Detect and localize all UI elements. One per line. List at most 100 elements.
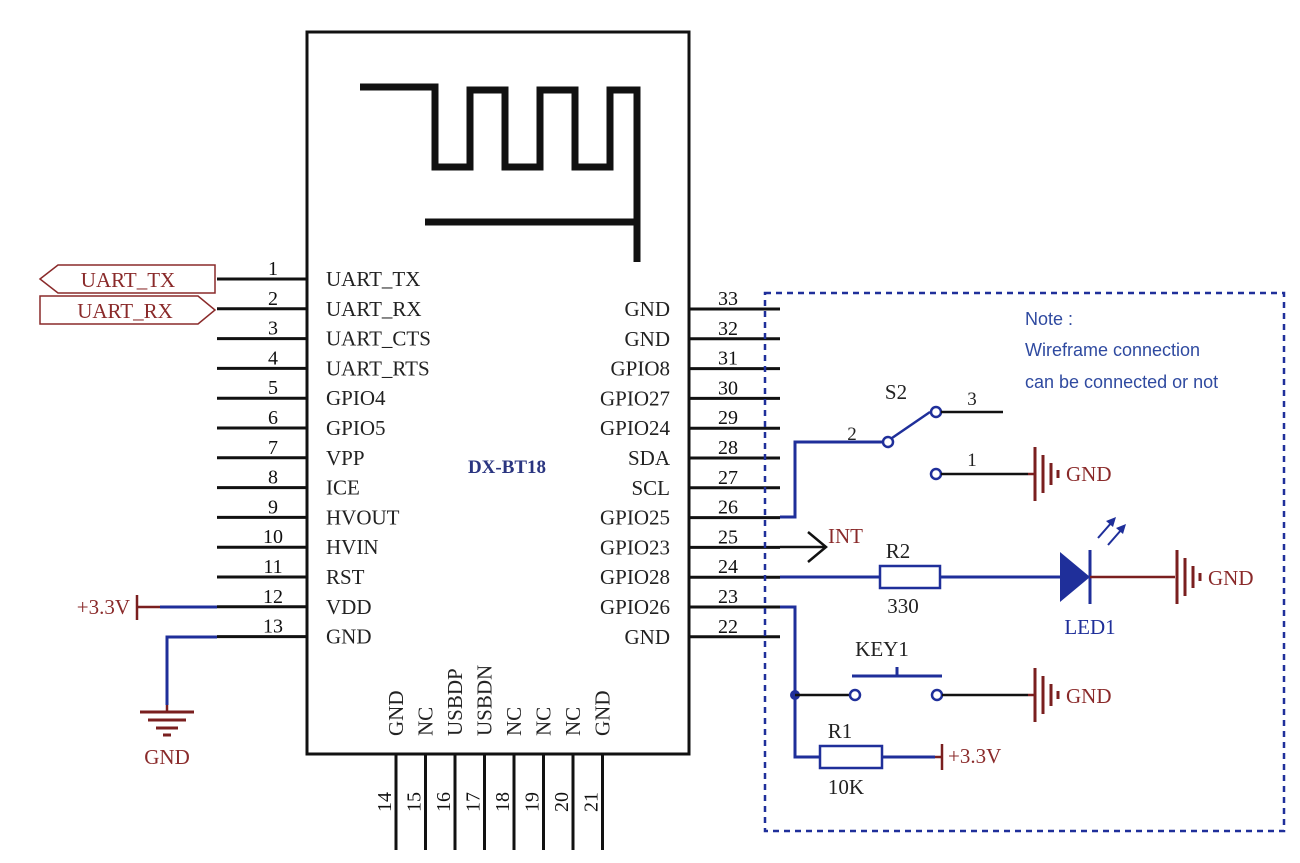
pin-number-29: 29: [718, 407, 738, 429]
r1-branch: R1 10K +3.3V: [818, 719, 1001, 799]
s2-ref: S2: [885, 380, 907, 404]
pin-number-7: 7: [268, 437, 278, 459]
pin-name-9: HVOUT: [326, 505, 400, 529]
pin-number-27: 27: [718, 467, 738, 489]
int-label: INT: [828, 524, 863, 548]
left-gnd: GND: [140, 635, 217, 769]
switch-s2: S2 2 3 1: [780, 380, 1028, 519]
pin-name-12: VDD: [326, 595, 372, 619]
pin-name-7: VPP: [326, 446, 365, 470]
pin-number-20: 20: [551, 792, 573, 812]
pin-name-18: NC: [502, 707, 526, 736]
pin-number-24: 24: [718, 556, 738, 578]
pin-number-21: 21: [581, 792, 603, 812]
module-body: [305, 30, 691, 756]
pin-name-4: UART_RTS: [326, 356, 430, 380]
pin-name-14: GND: [384, 691, 408, 737]
pin-number-13: 13: [263, 616, 283, 638]
pin-name-31: GPIO8: [610, 357, 670, 381]
r2-value: 330: [887, 594, 919, 618]
pin-name-13: GND: [326, 625, 372, 649]
r1-value: 10K: [828, 775, 864, 799]
pin-name-21: GND: [591, 691, 615, 737]
pin-name-15: NC: [414, 707, 438, 736]
r1-resistor: [818, 744, 884, 770]
key1-branch: KEY1: [780, 605, 1028, 759]
pin-name-27: SCL: [631, 476, 670, 500]
key-gnd-label: GND: [1066, 684, 1112, 708]
pin-name-28: SDA: [628, 446, 671, 470]
s2-pin-3: 3: [967, 389, 977, 410]
r1-supply-label: +3.3V: [948, 744, 1001, 768]
pin-number-11: 11: [263, 556, 282, 578]
pin-number-28: 28: [718, 437, 738, 459]
pin-name-11: RST: [326, 565, 365, 589]
pin-name-26: GPIO25: [600, 506, 670, 530]
pin-number-33: 33: [718, 288, 738, 310]
pin-name-2: UART_RX: [326, 297, 422, 321]
vdd-supply-label: +3.3V: [77, 595, 130, 619]
s2-gnd-symbol: GND: [1028, 447, 1112, 501]
pin-name-29: GPIO24: [600, 416, 671, 440]
pin-name-6: GPIO5: [326, 416, 386, 440]
pin-number-6: 6: [268, 407, 278, 429]
pin-number-18: 18: [492, 792, 514, 812]
pin-number-10: 10: [263, 526, 283, 548]
pin-name-17: USBDN: [473, 665, 497, 736]
pin-number-9: 9: [268, 496, 278, 518]
left-gnd-label: GND: [144, 745, 190, 769]
pin-name-5: GPIO4: [326, 386, 386, 410]
uart-tx-port-label: UART_TX: [81, 268, 175, 292]
pin-name-33: GND: [625, 297, 671, 321]
pin-number-14: 14: [374, 792, 396, 812]
pin-number-15: 15: [404, 792, 426, 812]
led1-diode: [1060, 552, 1090, 602]
s2-pin-1: 1: [967, 450, 977, 471]
pin-number-26: 26: [718, 497, 738, 519]
pin-number-22: 22: [718, 616, 738, 638]
uart-rx-port-label: UART_RX: [77, 299, 173, 323]
pin-name-22: GND: [625, 625, 671, 649]
pin-name-16: USBDP: [443, 668, 467, 736]
note-line-2: can be connected or not: [1025, 372, 1218, 392]
pin-number-30: 30: [718, 377, 738, 399]
pin-number-32: 32: [718, 318, 738, 340]
module-label: DX-BT18: [468, 457, 546, 478]
s2-gnd-label: GND: [1066, 462, 1112, 486]
led1-ref: LED1: [1064, 615, 1115, 639]
s2-pin-2: 2: [847, 424, 857, 445]
pin-number-2: 2: [268, 288, 278, 310]
pin-name-25: GPIO23: [600, 535, 670, 559]
pin-name-24: GPIO28: [600, 565, 670, 589]
pin-number-23: 23: [718, 586, 738, 608]
pin-name-3: UART_CTS: [326, 327, 431, 351]
pin-number-19: 19: [522, 792, 544, 812]
key-gnd-symbol: GND: [1028, 668, 1112, 722]
vdd-supply: +3.3V: [77, 595, 217, 620]
pin-name-10: HVIN: [326, 535, 379, 559]
pin-number-17: 17: [463, 792, 485, 812]
pin-number-8: 8: [268, 467, 278, 489]
pin-name-20: NC: [561, 707, 585, 736]
pin-name-32: GND: [625, 327, 671, 351]
pin-number-5: 5: [268, 377, 278, 399]
pin-name-23: GPIO26: [600, 595, 670, 619]
pin-name-30: GPIO27: [600, 386, 670, 410]
pin-number-31: 31: [718, 348, 738, 370]
r2-ref: R2: [886, 539, 911, 563]
pin-name-8: ICE: [326, 476, 360, 500]
pin-number-12: 12: [263, 586, 283, 608]
led-gnd-label: GND: [1208, 566, 1254, 590]
r2-led-branch: R2 330 LED1: [780, 517, 1175, 639]
antenna-trace: [360, 83, 641, 262]
pin-number-3: 3: [268, 318, 278, 340]
r1-ref: R1: [828, 719, 853, 743]
led-gnd-symbol: GND: [1175, 550, 1254, 604]
pin-number-4: 4: [268, 347, 278, 369]
pin-number-1: 1: [268, 258, 278, 280]
pin-number-16: 16: [433, 792, 455, 812]
pin-number-25: 25: [718, 526, 738, 548]
